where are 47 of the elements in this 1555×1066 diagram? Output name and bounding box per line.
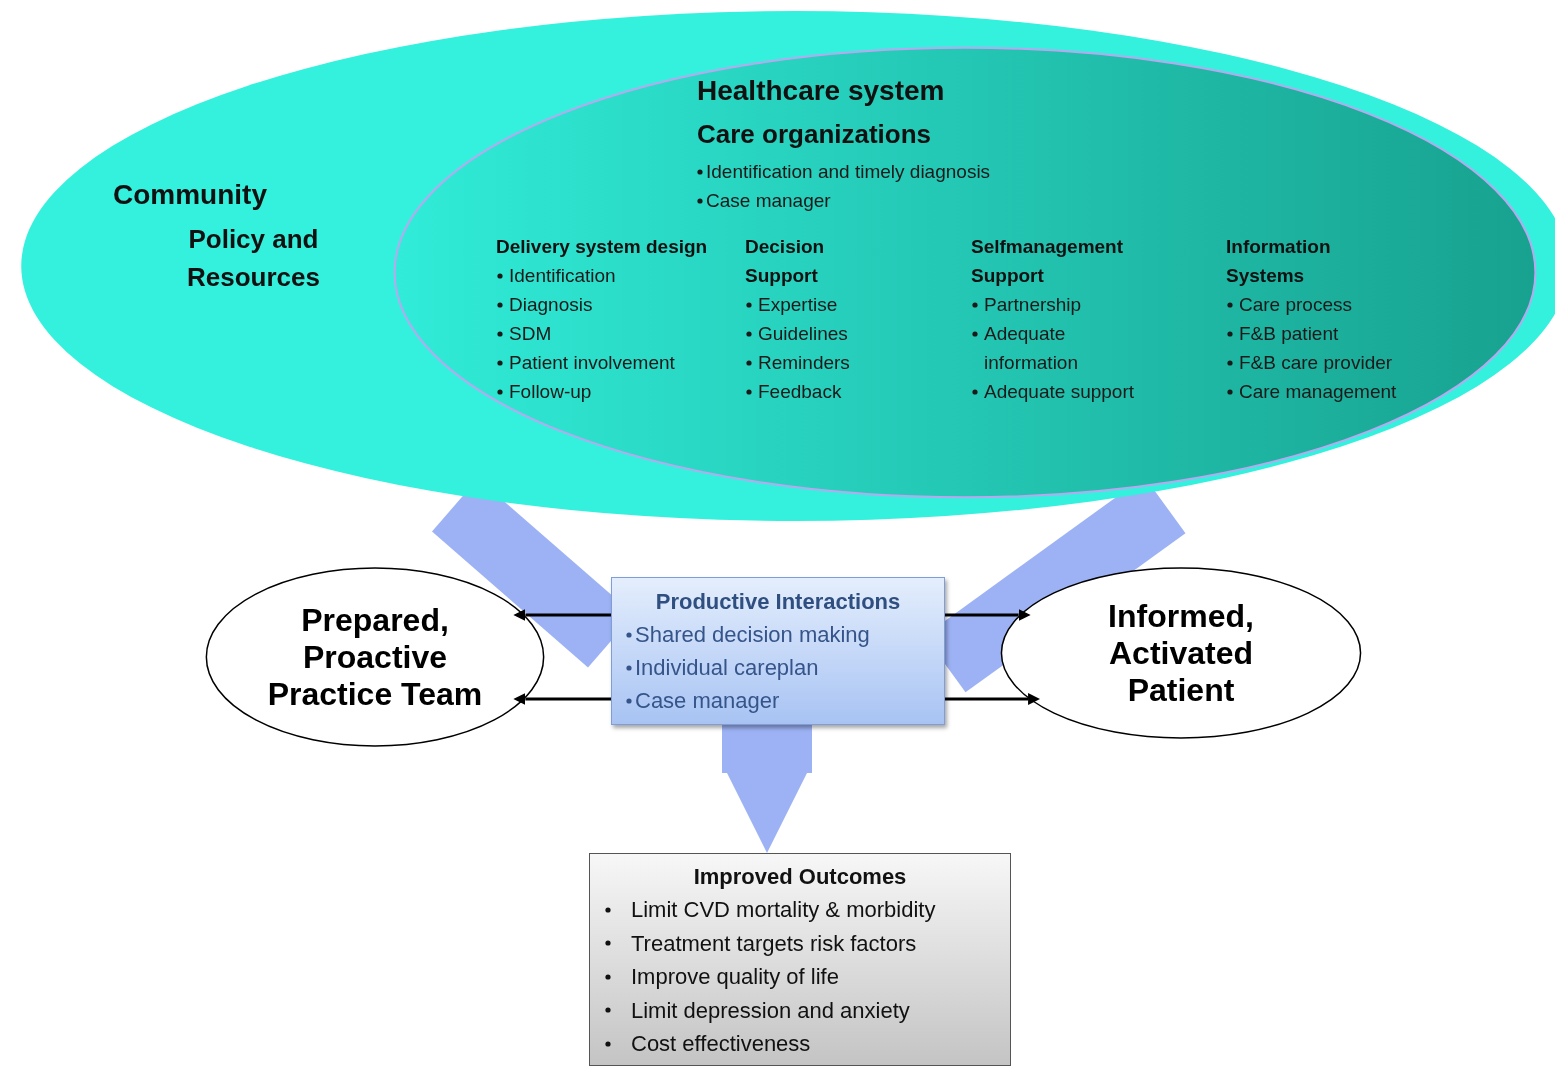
box-title: Improved Outcomes — [692, 863, 908, 891]
column-heading: Selfmanagement Support — [971, 235, 1125, 288]
list-item: Limit depression and anxiety — [631, 997, 910, 1023]
list-item: Partnership — [984, 294, 1082, 315]
process-box — [611, 577, 945, 725]
arrow — [513, 609, 611, 621]
list-item: Care process — [1239, 294, 1352, 315]
column-heading: Decision Support — [745, 235, 826, 288]
list-item: Follow-up — [509, 381, 592, 402]
list-item: Care management — [1239, 381, 1397, 402]
list-item: Identification and timely diagnosis — [706, 161, 991, 182]
list-item: Guidelines — [758, 323, 848, 344]
list-item: Case manager — [635, 688, 780, 713]
list-item: Individual careplan — [635, 655, 819, 680]
list-item: Feedback — [758, 381, 842, 402]
heading: Community — [113, 178, 267, 212]
list-item: F&B patient — [1239, 323, 1339, 344]
outcome-box — [589, 853, 1011, 1066]
list-item: Reminders — [758, 352, 850, 373]
list-item: Case manager — [706, 190, 831, 211]
column-heading: Information Systems — [1226, 235, 1332, 288]
list-item: Treatment targets risk factors — [631, 930, 917, 956]
subheading: Care organizations — [697, 118, 932, 151]
column-heading: Delivery system design — [496, 235, 709, 259]
list-item: Improve quality of life — [631, 964, 839, 989]
list-item: Adequate support — [984, 381, 1134, 402]
list-item: F&B care provider — [1239, 352, 1393, 373]
ellipse — [1000, 567, 1362, 739]
arrow — [945, 609, 1031, 621]
list-item: Shared decision making — [635, 622, 870, 647]
list-item: Limit CVD mortality & morbidity — [631, 897, 936, 922]
arrow — [513, 693, 611, 705]
heading: Healthcare system — [697, 74, 945, 108]
list-item: SDM — [509, 323, 552, 344]
arrow — [945, 693, 1041, 705]
list-item: Cost effectiveness — [631, 1031, 811, 1056]
ellipse — [205, 567, 545, 747]
list-item: Expertise — [758, 294, 838, 315]
list-item: Identification — [509, 265, 616, 286]
ellipse-label: Prepared, Proactive Practice Team — [266, 601, 484, 713]
heading: Policy and Resources — [187, 223, 320, 294]
broad-arrow — [722, 725, 812, 853]
box-title: Productive Interactions — [654, 588, 902, 616]
list-item: Patient involvement — [509, 352, 675, 373]
list-item: Diagnosis — [509, 294, 593, 315]
ellipse-label: Informed, Activated Patient — [1107, 597, 1255, 709]
list-item: Adequate information — [984, 323, 1078, 373]
